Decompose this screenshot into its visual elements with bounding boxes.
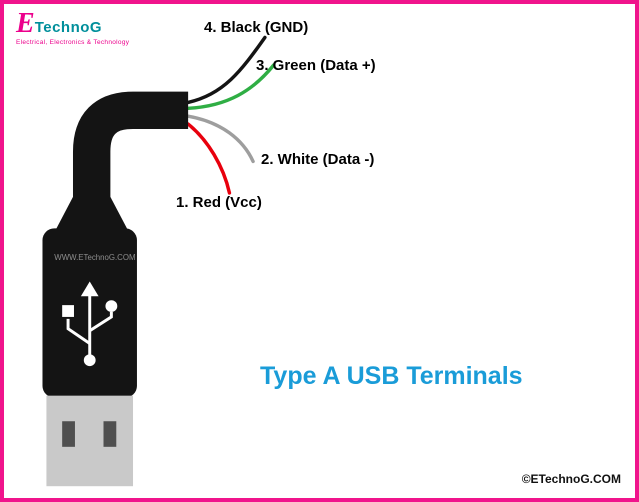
usb-trident-icon <box>62 281 118 367</box>
copyright-text: ©ETechnoG.COM <box>521 472 621 486</box>
usb-metal-plug <box>46 395 134 487</box>
logo-brand-name: TechnoG <box>34 19 103 36</box>
wire-label-black-gnd: 4. Black (GND) <box>204 19 309 36</box>
wire-red-vcc <box>186 122 232 195</box>
wire-label-green-data-plus: 3. Green (Data +) <box>256 57 376 74</box>
usb-plug-hole-left <box>62 421 75 447</box>
wire-white-data-minus <box>186 114 255 164</box>
usb-cable <box>72 91 189 203</box>
watermark-text: WWW.ETechnoG.COM <box>54 253 135 262</box>
wire-black-gnd <box>186 35 267 105</box>
logo-initial: E <box>16 8 35 39</box>
usb-plug-hole-right <box>103 421 117 447</box>
usb-strain-relief <box>52 196 132 237</box>
wire-green-data-plus <box>186 63 276 111</box>
diagram-canvas: WWW.ETechnoG.COM <box>42 35 276 487</box>
wire-label-white-data-minus: 2. White (Data -) <box>261 151 375 168</box>
diagram-title: Type A USB Terminals <box>260 362 523 390</box>
logo-tagline: Electrical, Electronics & Technology <box>16 39 130 46</box>
wire-label-red-vcc: 1. Red (Vcc) <box>176 194 262 211</box>
